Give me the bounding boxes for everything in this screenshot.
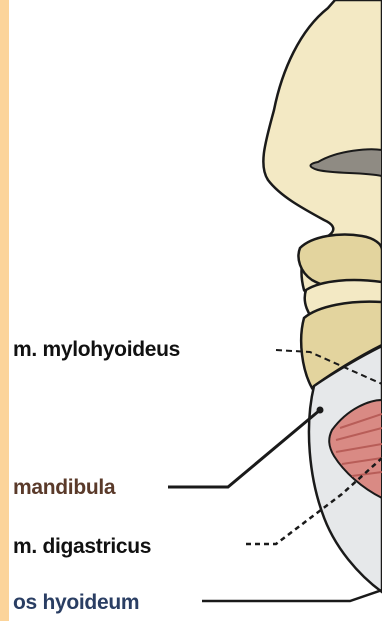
mandibula-pointer-dot	[317, 407, 324, 414]
label-m-mylohyoideus: m. mylohyoideus	[13, 339, 180, 360]
mandibula-leader-line	[168, 410, 320, 487]
label-os-hyoideum: os hyoideum	[13, 592, 139, 613]
hyoideum-leader-line	[202, 590, 382, 601]
label-mandibula: mandibula	[13, 477, 115, 498]
label-m-digastricus: m. digastricus	[13, 536, 151, 557]
